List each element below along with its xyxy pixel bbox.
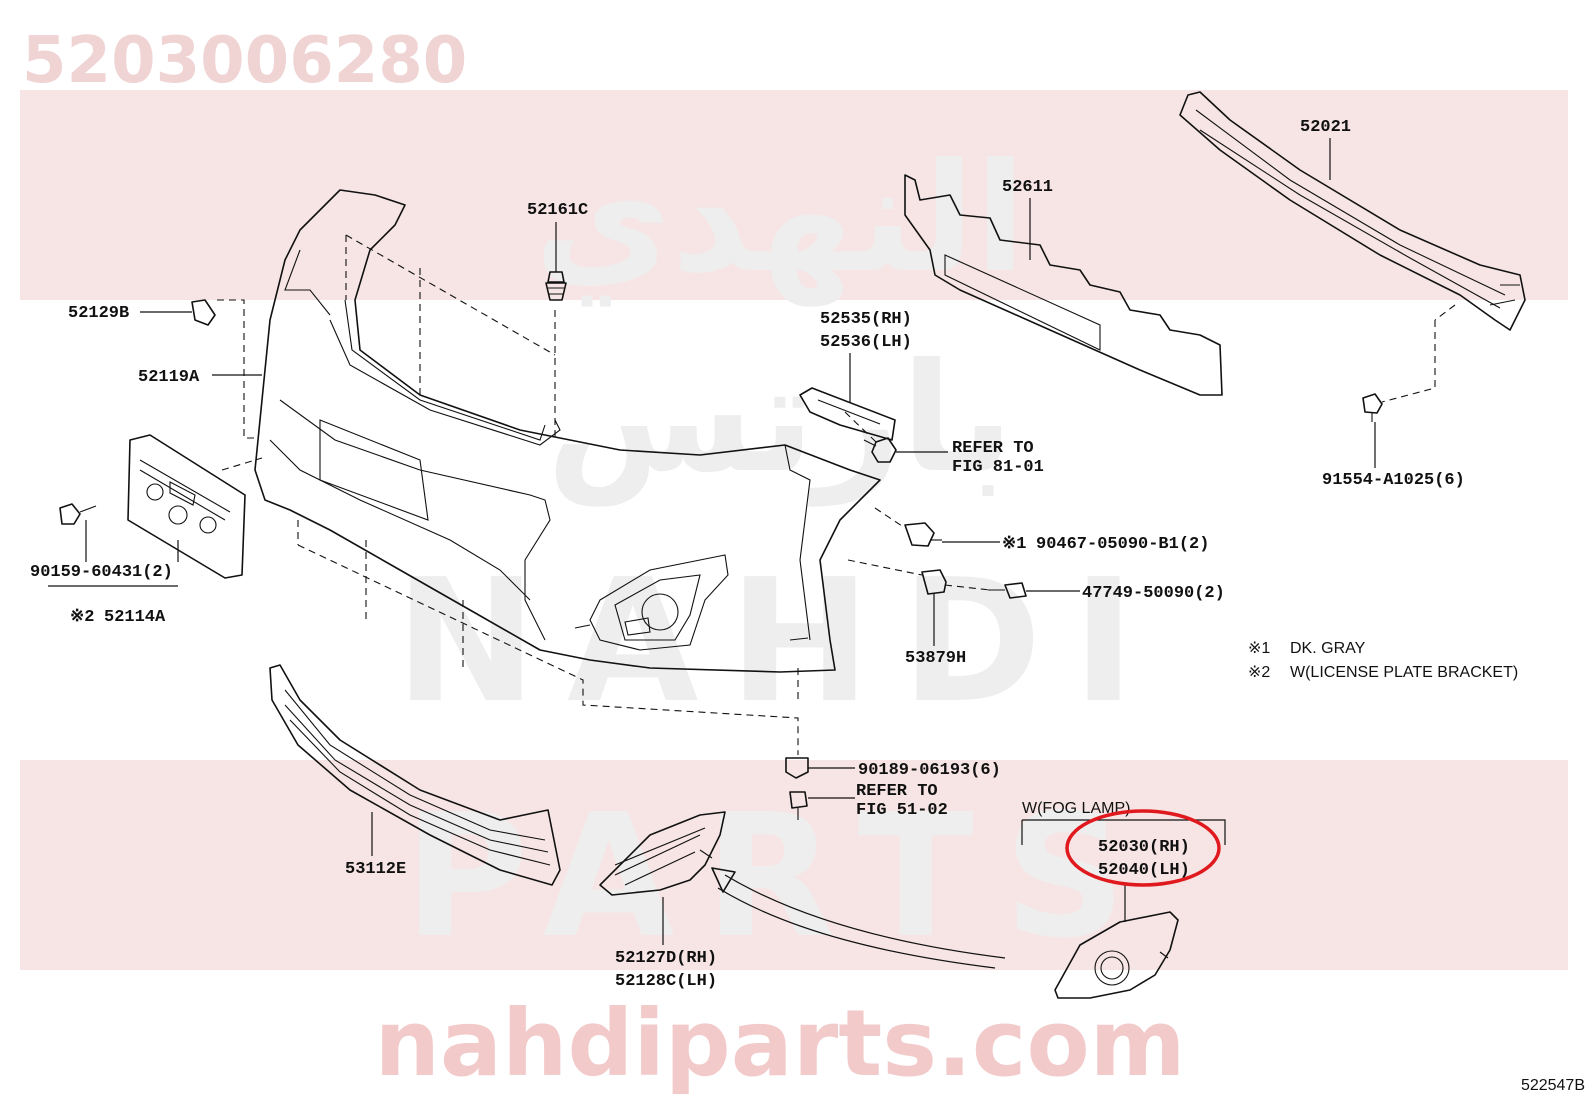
label-52030-rh: 52030(RH) — [1098, 838, 1190, 857]
label-90159: 90159-60431(2) — [30, 563, 173, 582]
label-refer-51-line2: FIG 51-02 — [856, 801, 948, 820]
label-refer-81-line1: REFER TO — [952, 439, 1034, 458]
label-fog-lamp: W(FOG LAMP) — [1022, 800, 1130, 817]
label-52161C: 52161C — [527, 201, 588, 220]
label-52021: 52021 — [1300, 118, 1351, 137]
legend-mark-2: ※2 — [1248, 664, 1270, 681]
highlight-circle — [1065, 809, 1221, 887]
part-bumper-cover-52119A — [254, 189, 881, 673]
watermark-arabic-name: النهدي — [534, 132, 1026, 307]
label-52040-lh: 52040(LH) — [1098, 861, 1190, 880]
legend-text-2: W(LICENSE PLATE BRACKET) — [1290, 664, 1518, 681]
label-52114A-mark: ※2 — [70, 608, 94, 627]
label-90467: 90467-05090-B1(2) — [1036, 535, 1209, 554]
part-fog-bezel-52030 — [1054, 911, 1179, 999]
label-52536-lh: 52536(LH) — [820, 333, 912, 352]
watermark-arabic-tag: بارتس — [546, 332, 1013, 507]
part-retainer-52535 — [799, 387, 896, 441]
legend-text-1: DK. GRAY — [1290, 640, 1366, 657]
label-52129B: 52129B — [68, 304, 129, 323]
label-52119A: 52119A — [138, 368, 200, 387]
label-90467-mark: ※1 — [1002, 535, 1026, 554]
watermark: 5203006280 النهدي بارتس NAHDI PARTS nahd… — [20, 24, 1568, 1097]
label-53112E: 53112E — [345, 860, 406, 879]
label-52127D-rh: 52127D(RH) — [615, 949, 717, 968]
label-47749: 47749-50090(2) — [1082, 584, 1225, 603]
label-refer-81-line2: FIG 81-01 — [952, 458, 1044, 477]
assembly-lines — [217, 234, 1456, 755]
part-license-bracket-52114A — [127, 434, 246, 579]
part-grille-53112E — [269, 664, 561, 886]
part-fog-cover-52127D — [599, 811, 726, 896]
callout-labels: 52021 52611 52161C 52129B 52119A 52535(R… — [30, 118, 1465, 991]
fasteners — [59, 393, 1383, 820]
part-clip-52161C — [545, 271, 567, 301]
watermark-band-top — [20, 90, 1568, 300]
watermark-brand-latin-1: NAHDI — [395, 543, 1165, 741]
watermark-part-number: 5203006280 — [22, 24, 467, 98]
label-52535-rh: 52535(RH) — [820, 310, 912, 329]
label-53879H: 53879H — [905, 649, 966, 668]
label-52128C-lh: 52128C(LH) — [615, 972, 717, 991]
part-clip-52129B — [191, 299, 216, 326]
diagram-id: 522547B — [1521, 1077, 1585, 1094]
legend-mark-1: ※1 — [1248, 640, 1270, 657]
label-90189: 90189-06193(6) — [858, 761, 1001, 780]
label-refer-51-line1: REFER TO — [856, 782, 938, 801]
watermark-band-bottom — [20, 760, 1568, 970]
watermark-site-url: nahdiparts.com — [374, 990, 1185, 1097]
legend: ※1 DK. GRAY ※2 W(LICENSE PLATE BRACKET) — [1248, 640, 1518, 681]
part-reinforcement-52021 — [1179, 91, 1526, 331]
arrow-fog-assembly — [711, 867, 1006, 969]
label-91554: 91554-A1025(6) — [1322, 471, 1465, 490]
label-52114A: 52114A — [104, 608, 166, 627]
part-absorber-52611 — [904, 174, 1223, 396]
label-52611: 52611 — [1002, 178, 1053, 197]
